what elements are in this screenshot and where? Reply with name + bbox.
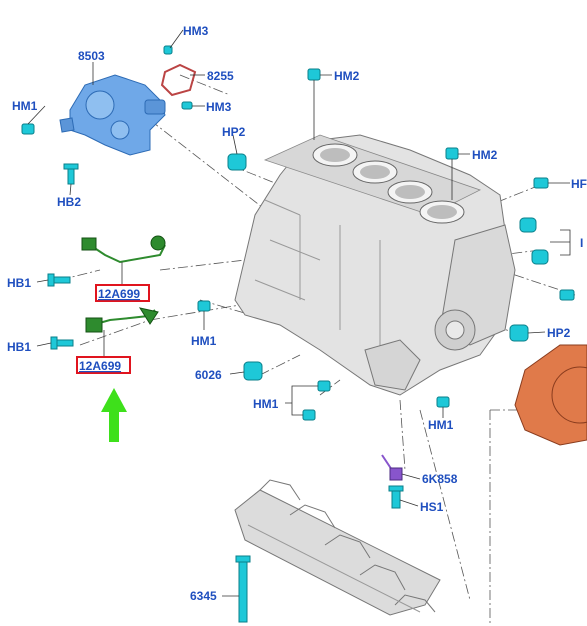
label-hp2-b: HP2 (547, 326, 571, 340)
label-hm1-low: HM1 (428, 418, 454, 432)
knock-sensor-lower (85, 307, 159, 333)
label-hm1-top: HM1 (12, 99, 38, 113)
leader-lines (27, 29, 571, 597)
label-6026: 6026 (195, 368, 222, 382)
label-hb1-b: HB1 (7, 340, 31, 354)
label-12a699-upper: 12A699 (98, 287, 140, 301)
label-hb1-a: HB1 (7, 276, 31, 290)
label-hs1: HS1 (420, 500, 444, 514)
label-hp2-a: HP2 (222, 125, 246, 139)
label-12a699-lower: 12A699 (79, 359, 121, 373)
label-6345: 6345 (190, 589, 217, 603)
label-hb2: HB2 (57, 195, 81, 209)
label-hm3-mid: HM3 (206, 100, 232, 114)
rear-seal-gasket (514, 344, 587, 446)
main-bearing-bolt (235, 555, 251, 623)
label-hp-right: HF (571, 177, 587, 191)
label-hm3-top: HM3 (183, 24, 209, 38)
highlight-box-upper (95, 284, 150, 302)
temperature-sensor (381, 454, 404, 509)
knock-sensor-upper (81, 235, 166, 264)
label-8503: 8503 (78, 49, 105, 63)
label-hm1-mid: HM1 (191, 334, 217, 348)
engine-block (234, 134, 516, 396)
label-hm2-a: HM2 (334, 69, 360, 83)
water-pump-gasket (160, 63, 197, 97)
main-bearing-cap-ladder (234, 479, 441, 616)
label-6k858: 6K858 (422, 472, 458, 486)
label-hm1-group: HM1 (253, 397, 279, 411)
label-i-right: I (580, 236, 583, 250)
part-labels: HM3 8503 8255 HM3 HM1 HM2 HP2 HM2 HB2 HF… (7, 24, 587, 603)
label-8255: 8255 (207, 69, 234, 83)
label-hm2-b: HM2 (472, 148, 498, 162)
water-pump (59, 74, 166, 156)
green-arrow-icon (101, 388, 127, 442)
highlight-box-lower (76, 356, 131, 374)
